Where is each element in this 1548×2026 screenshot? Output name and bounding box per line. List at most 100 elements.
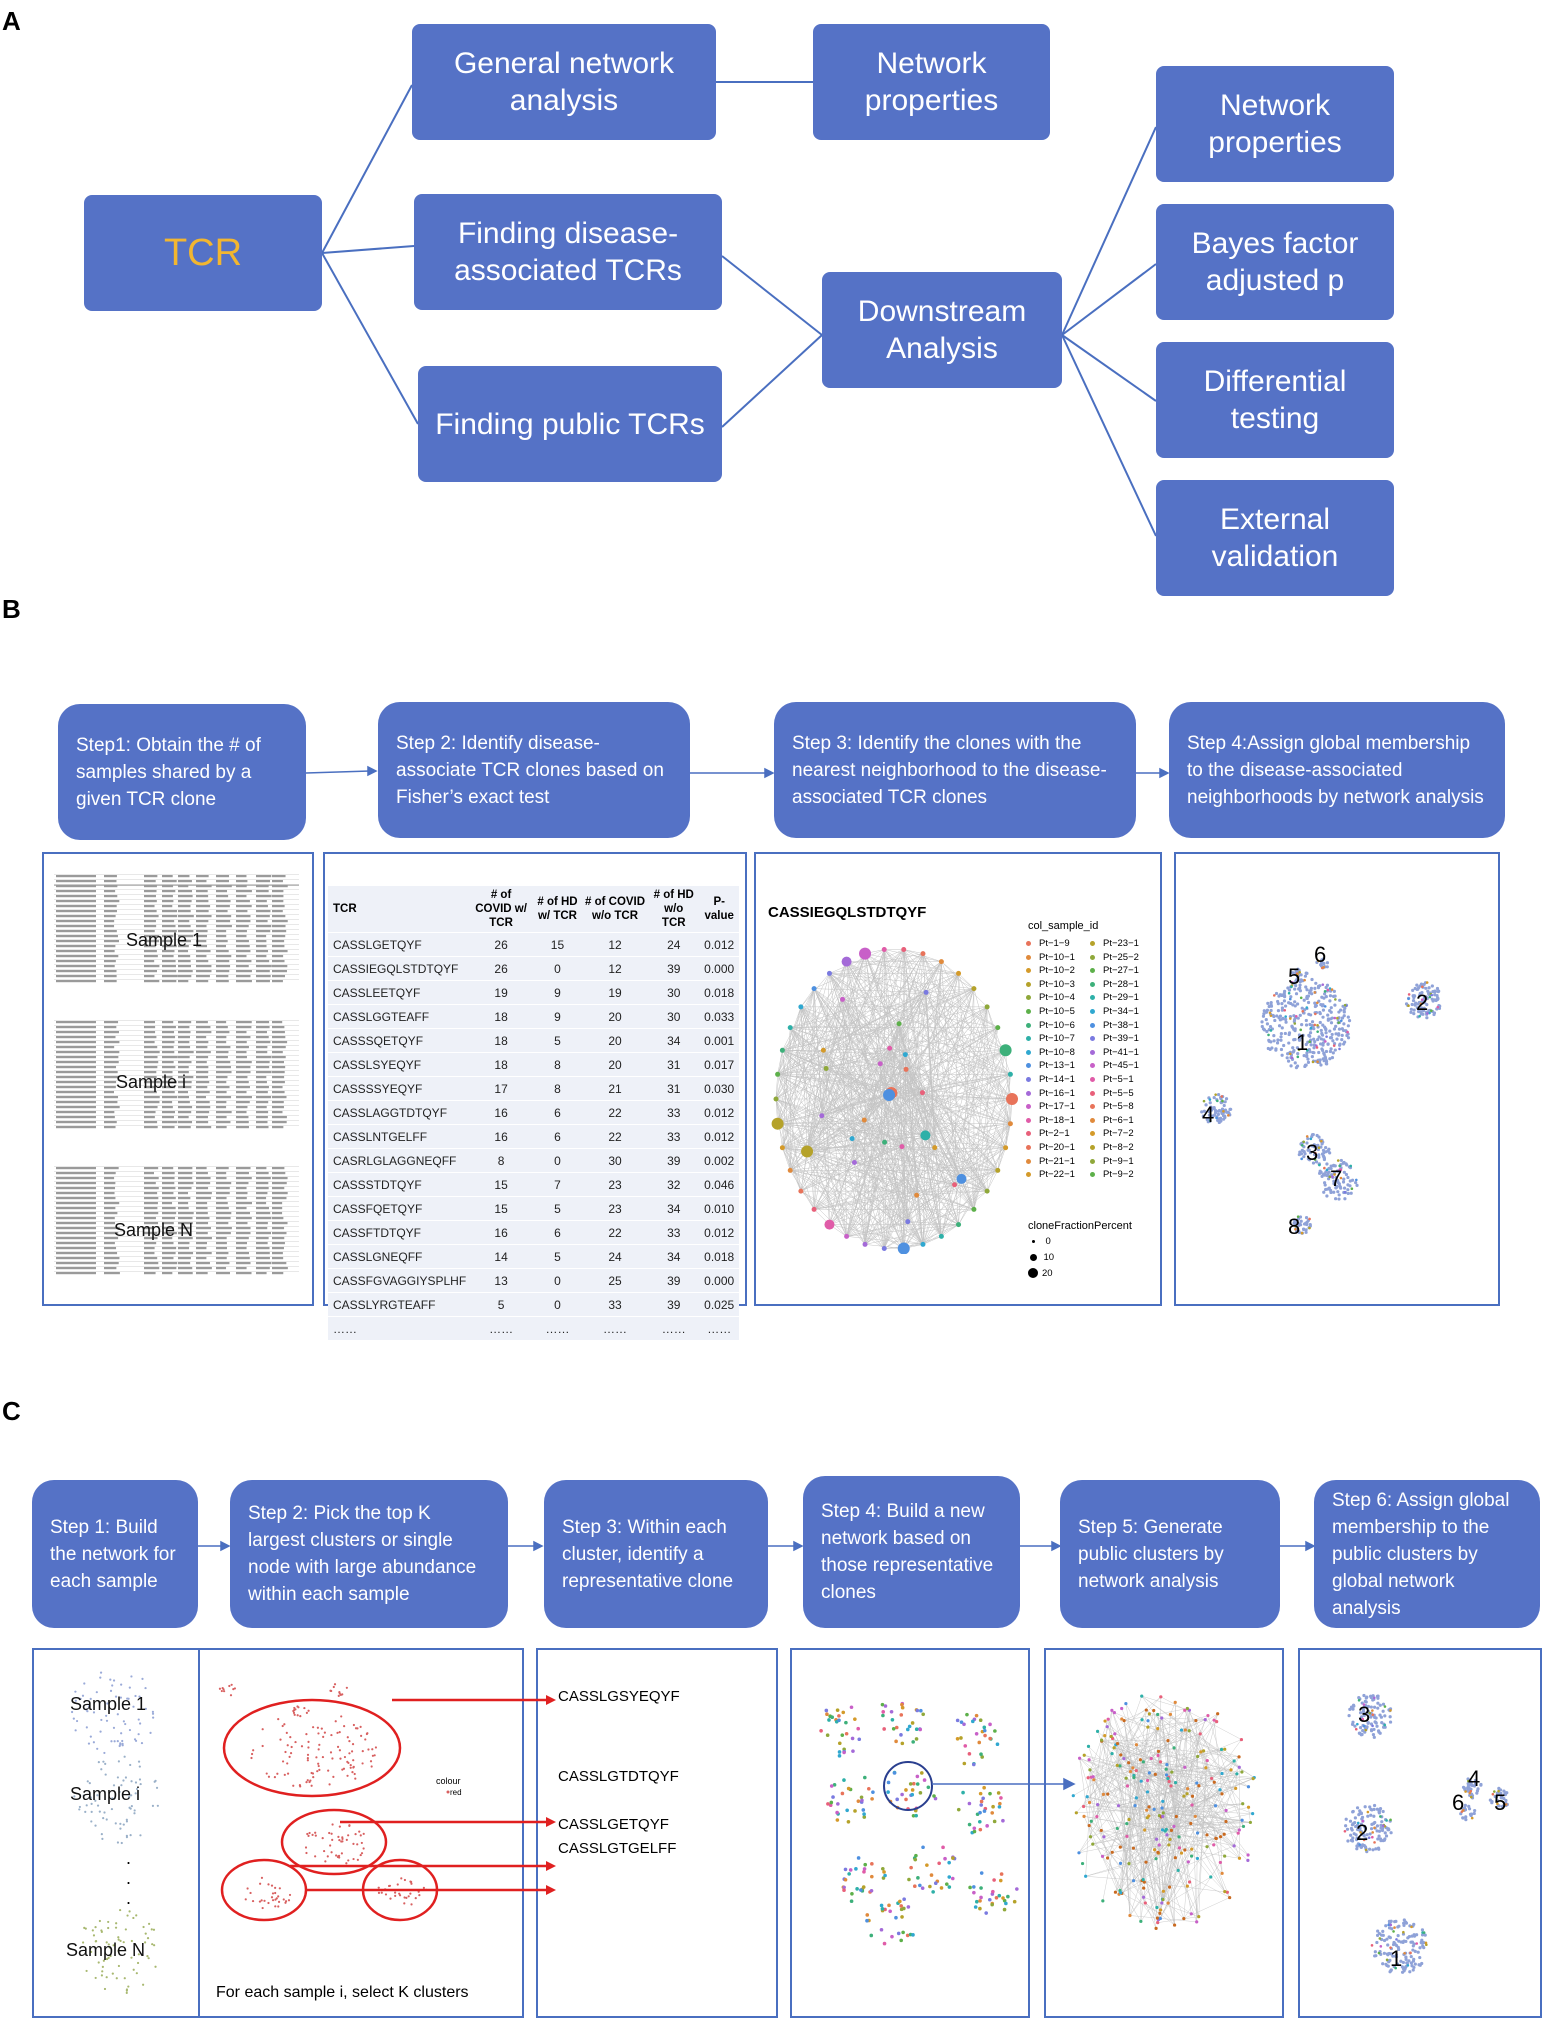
legend-label: Pt−20−1 [1039, 1142, 1075, 1153]
legend-entry: Pt−10−8 [1026, 1047, 1075, 1058]
panel-c-step-5: Step 5: Generate public clusters by netw… [1060, 1480, 1280, 1628]
table-cell: 0 [532, 1148, 582, 1173]
table-cell: 8 [532, 1052, 582, 1077]
clone-label-3: CASSLGETQYF [558, 1816, 669, 1833]
legend-entry: Pt−45−1 [1090, 1060, 1139, 1071]
table-cell: CASSFQETQYF [328, 1196, 470, 1221]
tcr-node: TCR [84, 195, 322, 311]
sample-spreadsheets [54, 874, 299, 1275]
table-cell: 20 [581, 1004, 649, 1029]
legend-label: Pt−41−1 [1103, 1046, 1139, 1058]
panel-c-step-4: Step 4: Build a new network based on tho… [803, 1476, 1020, 1628]
fisher-col-3: # of COVID w/o TCR [581, 886, 649, 933]
table-cell: …… [532, 1316, 582, 1341]
legend-label: Pt−7−2 [1103, 1128, 1134, 1140]
legend-label: Pt−2−1 [1039, 1128, 1070, 1140]
table-cell: 24 [581, 1244, 649, 1269]
legend-swatch [1026, 940, 1031, 946]
colour-legend-item: red [450, 1788, 462, 1797]
legend-entry: Pt−16−1 [1026, 1088, 1075, 1099]
legend-swatch [1090, 940, 1095, 946]
legend-entry: Pt−6−1 [1090, 1115, 1134, 1126]
finding-public-tcrs-node: Finding public TCRs [418, 366, 722, 482]
cluster-label: 1 [1390, 1946, 1402, 1971]
legend-entry: Pt−10−1 [1026, 952, 1075, 963]
legend-swatch [1026, 1117, 1031, 1123]
legend-title: col_sample_id [1028, 920, 1099, 932]
network-properties-node-2: Network properties [1156, 66, 1394, 182]
legend-swatch [1090, 981, 1095, 987]
panel-c-step-2: Step 2: Pick the top K largest clusters … [230, 1480, 508, 1628]
legend-label: Pt−39−1 [1103, 1033, 1139, 1045]
legend-entry: Pt−7−2 [1090, 1128, 1134, 1139]
size-label: 20 [1042, 1268, 1053, 1279]
table-cell: CASSLGNEQFF [328, 1244, 470, 1269]
table-cell: 6 [532, 1220, 582, 1245]
legend-label: Pt−21−1 [1039, 1155, 1075, 1167]
sample-n-label: Sample N [114, 1220, 194, 1240]
clone-label-2: CASSLGTDTQYF [558, 1768, 679, 1785]
table-cell: CASSIEGQLSTDTQYF [328, 956, 470, 981]
table-cell: 15 [469, 1172, 533, 1197]
table-cell: 16 [469, 1100, 533, 1125]
table-cell: 15 [469, 1196, 533, 1221]
fisher-col-1: # of COVID w/ TCR [469, 886, 533, 933]
legend-entry: Pt−14−1 [1026, 1074, 1075, 1085]
table-cell: 20 [581, 1052, 649, 1077]
table-cell: 34 [648, 1196, 700, 1221]
table-cell: 24 [648, 932, 700, 957]
c-sample-1-label: Sample 1 [70, 1694, 147, 1714]
table-cell: 0.012 [699, 1220, 739, 1245]
size-swatch [1029, 1253, 1037, 1261]
panel-c-top-clusters-frame: colour red For each sample i, select K c… [198, 1648, 524, 2018]
table-cell: 39 [648, 956, 700, 981]
table-cell: CASRLGLAGGNEQFF [328, 1148, 470, 1173]
cluster-label: 6 [1314, 942, 1326, 967]
legend-label: Pt−14−1 [1039, 1074, 1075, 1085]
legend-label: Pt−10−4 [1039, 992, 1075, 1004]
fisher-col-4: # of HD w/o TCR [648, 886, 700, 933]
sample-i-label: Sample i [116, 1072, 187, 1092]
legend-entry: Pt−8−2 [1090, 1142, 1134, 1153]
colour-legend-title: colour [436, 1776, 461, 1786]
table-cell: 23 [581, 1196, 649, 1221]
legend-swatch [1026, 1172, 1031, 1178]
cluster-label: 6 [1452, 1790, 1464, 1815]
table-cell: 0 [532, 1292, 582, 1317]
legend-entry: Pt−10−4 [1026, 992, 1075, 1003]
table-cell: …… [328, 1316, 470, 1341]
legend-entry: Pt−23−1 [1090, 938, 1139, 949]
table-cell: 26 [469, 932, 533, 957]
table-cell: 0 [532, 956, 582, 981]
legend-swatch [1026, 1063, 1031, 1069]
legend-label: Pt−25−2 [1103, 951, 1139, 963]
table-cell: 15 [532, 932, 582, 957]
legend-entry: Pt−20−1 [1026, 1142, 1075, 1153]
top-k-clusters-plot [218, 1683, 450, 1910]
legend-swatch [1026, 1131, 1031, 1137]
legend-entry: Pt−41−1 [1090, 1047, 1139, 1058]
legend-label: Pt−16−1 [1039, 1087, 1075, 1099]
finding-disease-associated-tcrs-node: Finding disease-associated TCRs [414, 194, 722, 310]
legend-swatch [1090, 1104, 1095, 1110]
legend-entry: Pt−13−1 [1026, 1060, 1075, 1071]
select-k-caption: For each sample i, select K clusters [216, 1984, 469, 2001]
table-cell: 18 [469, 1028, 533, 1053]
cluster-label: 5 [1288, 964, 1300, 989]
size-label: 10 [1043, 1252, 1055, 1263]
legend-entry: Pt−10−6 [1026, 1020, 1075, 1031]
table-cell: CASSSQETQYF [328, 1028, 470, 1053]
legend-label: Pt−10−8 [1039, 1046, 1075, 1058]
legend-entry: Pt−9−2 [1090, 1169, 1134, 1180]
cluster-label: 3 [1306, 1140, 1318, 1165]
table-cell: CASSLSYEQYF [328, 1052, 470, 1077]
bayes-factor-node: Bayes factor adjusted p [1156, 204, 1394, 320]
legend-swatch [1090, 968, 1095, 974]
